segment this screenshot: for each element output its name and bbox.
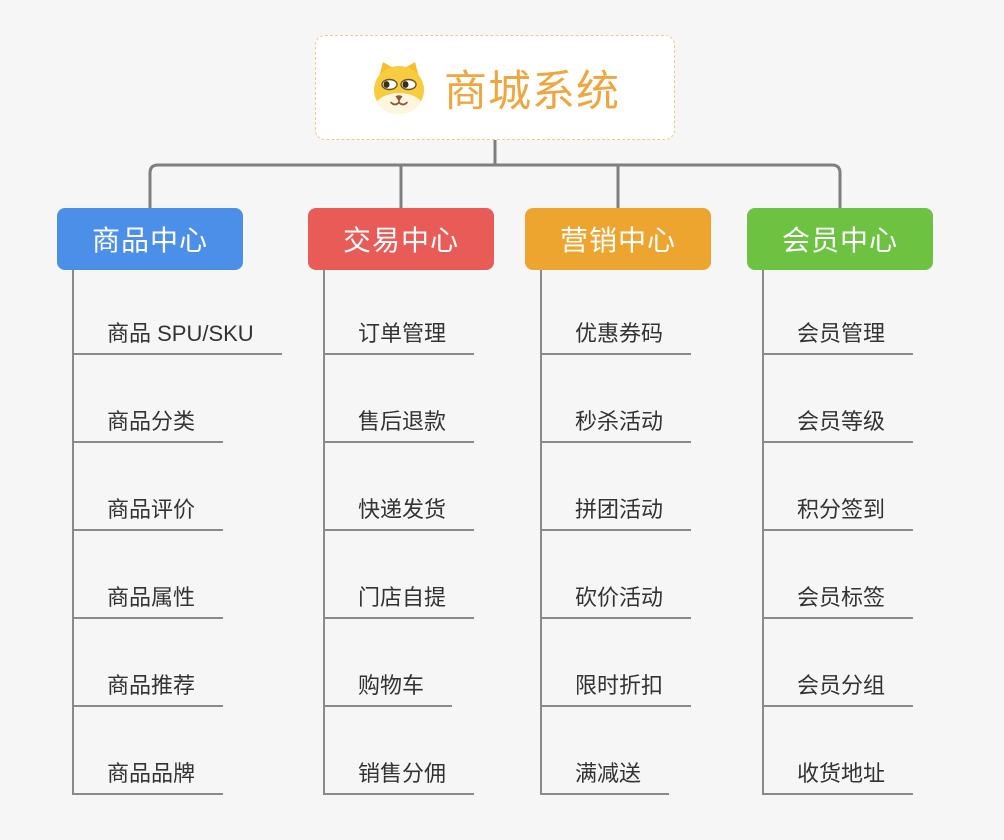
leaf-label: 商品品牌 [107, 760, 196, 786]
branch-node-products[interactable]: 商品中心 [57, 208, 243, 270]
leaf-node[interactable]: 商品分类 [74, 355, 224, 443]
leaf-label: 满减送 [575, 760, 642, 786]
leaf-node[interactable]: 会员管理 [764, 270, 914, 355]
leaf-node[interactable]: 商品 SPU/SKU [74, 270, 282, 355]
leaf-node[interactable]: 商品评价 [74, 443, 224, 531]
leaf-node[interactable]: 砍价活动 [542, 531, 692, 619]
leaf-node[interactable]: 积分签到 [764, 443, 914, 531]
leaf-label: 商品属性 [107, 584, 196, 610]
leaf-node[interactable]: 商品品牌 [74, 707, 224, 795]
leaf-list: 优惠券码 秒杀活动 拼团活动 砍价活动 限时折扣 满减送 [540, 270, 692, 795]
branch-label: 会员中心 [781, 225, 898, 256]
leaf-node[interactable]: 会员标签 [764, 531, 914, 619]
branch-node-members[interactable]: 会员中心 [747, 208, 933, 270]
leaf-label: 积分签到 [797, 496, 886, 522]
leaf-label: 收货地址 [797, 760, 886, 786]
leaf-label: 商品分类 [107, 408, 196, 434]
leaf-node[interactable]: 限时折扣 [542, 619, 692, 707]
leaf-node[interactable]: 满减送 [542, 707, 670, 795]
leaf-label: 会员分组 [797, 672, 886, 698]
leaf-list: 会员管理 会员等级 积分签到 会员标签 会员分组 收货地址 [762, 270, 914, 795]
branch-node-trade[interactable]: 交易中心 [308, 208, 494, 270]
leaf-node[interactable]: 商品推荐 [74, 619, 224, 707]
leaf-label: 门店自提 [358, 584, 447, 610]
leaf-label: 商品推荐 [107, 672, 196, 698]
leaf-node[interactable]: 快递发货 [325, 443, 475, 531]
leaf-label: 优惠券码 [575, 320, 664, 346]
leaf-node[interactable]: 秒杀活动 [542, 355, 692, 443]
leaf-label: 商品 SPU/SKU [107, 320, 254, 346]
branch-rail-line [148, 163, 842, 208]
dog-face-icon [374, 61, 424, 114]
branch-label: 商品中心 [91, 225, 208, 256]
leaf-node[interactable]: 优惠券码 [542, 270, 692, 355]
leaf-node[interactable]: 商品属性 [74, 531, 224, 619]
leaf-label: 砍价活动 [575, 584, 664, 610]
branch-column-members: 会员中心 会员管理 会员等级 积分签到 会员标签 会员分组 收货地址 [747, 208, 993, 795]
branch-column-marketing: 营销中心 优惠券码 秒杀活动 拼团活动 砍价活动 限时折扣 满减送 [525, 208, 771, 795]
leaf-label: 订单管理 [358, 320, 447, 346]
branch-label: 交易中心 [342, 225, 459, 256]
leaf-node[interactable]: 会员分组 [764, 619, 914, 707]
leaf-label: 快递发货 [358, 496, 447, 522]
leaf-label: 限时折扣 [575, 672, 664, 698]
leaf-label: 拼团活动 [575, 496, 664, 522]
branch-column-products: 商品中心 商品 SPU/SKU 商品分类 商品评价 商品属性 商品推荐 商品品牌 [57, 208, 303, 795]
leaf-node[interactable]: 订单管理 [325, 270, 475, 355]
leaf-node[interactable]: 会员等级 [764, 355, 914, 443]
leaf-label: 会员标签 [797, 584, 886, 610]
leaf-label: 销售分佣 [358, 760, 447, 786]
leaf-list: 商品 SPU/SKU 商品分类 商品评价 商品属性 商品推荐 商品品牌 [72, 270, 282, 795]
leaf-list: 订单管理 售后退款 快递发货 门店自提 购物车 销售分佣 [323, 270, 475, 795]
branch-label: 营销中心 [559, 225, 676, 256]
leaf-label: 秒杀活动 [575, 408, 664, 434]
leaf-node[interactable]: 收货地址 [764, 707, 914, 795]
leaf-label: 会员管理 [797, 320, 886, 346]
branch-column-trade: 交易中心 订单管理 售后退款 快递发货 门店自提 购物车 销售分佣 [308, 208, 554, 795]
leaf-label: 售后退款 [358, 408, 447, 434]
leaf-node[interactable]: 拼团活动 [542, 443, 692, 531]
leaf-label: 商品评价 [107, 496, 196, 522]
leaf-node[interactable]: 销售分佣 [325, 707, 475, 795]
root-title: 商城系统 [444, 67, 620, 116]
root-node[interactable]: 商城系统 [315, 35, 675, 140]
leaf-node[interactable]: 门店自提 [325, 531, 475, 619]
leaf-label: 购物车 [358, 672, 425, 698]
leaf-label: 会员等级 [797, 408, 886, 434]
leaf-node[interactable]: 售后退款 [325, 355, 475, 443]
branch-node-marketing[interactable]: 营销中心 [525, 208, 711, 270]
leaf-node[interactable]: 购物车 [325, 619, 453, 707]
